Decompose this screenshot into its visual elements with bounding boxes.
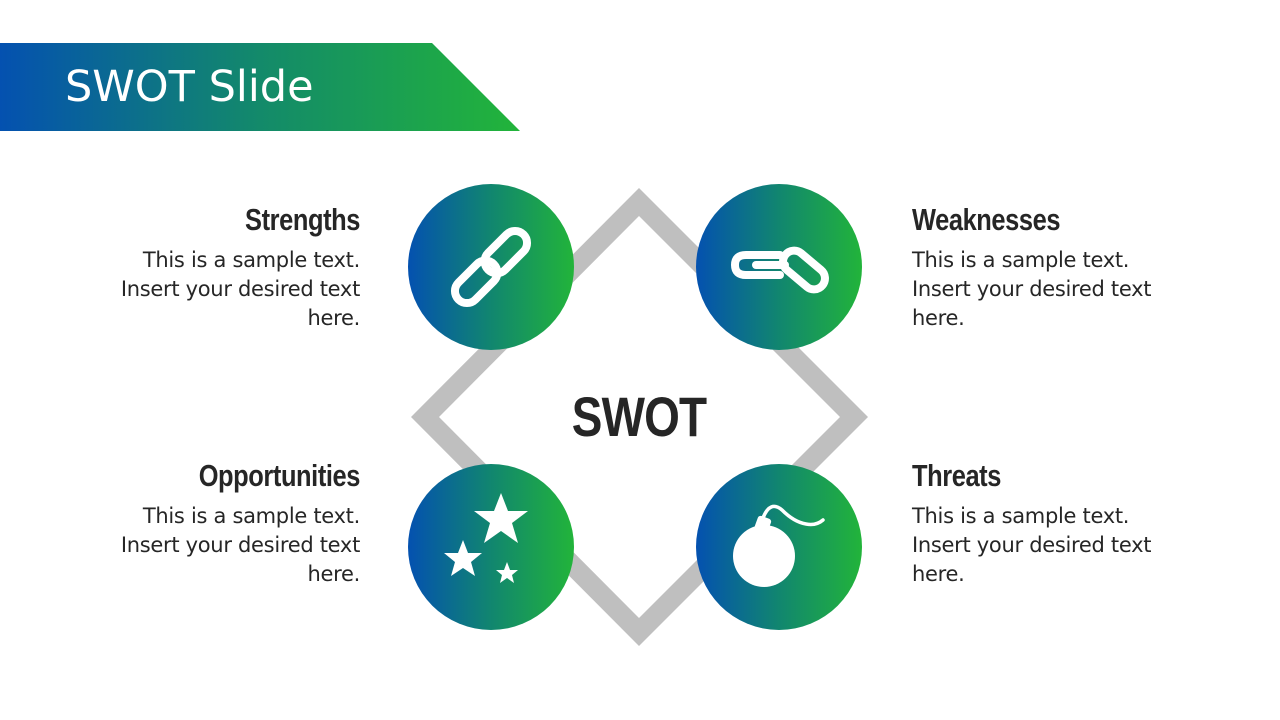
- swot-center-label: SWOT: [571, 385, 707, 448]
- strengths-text-line-1: This is a sample text.: [142, 248, 360, 272]
- strengths-circle: [408, 184, 574, 350]
- threats-text-line-3: here.: [912, 562, 965, 586]
- broken-link-icon: [730, 246, 829, 294]
- threats-description: This is a sample text. Insert your desir…: [912, 502, 1172, 589]
- weaknesses-text-line-2: Insert your desired text: [912, 277, 1152, 301]
- title-banner: SWOT Slide: [0, 43, 520, 131]
- weaknesses-circle: [696, 184, 862, 350]
- weaknesses-block: Weaknesses This is a sample text. Insert…: [912, 200, 1172, 333]
- threats-text-line-1: This is a sample text.: [912, 504, 1130, 528]
- strengths-block: Strengths This is a sample text. Insert …: [100, 200, 361, 333]
- threats-text-line-2: Insert your desired text: [912, 533, 1152, 557]
- opportunities-title: Opportunities: [198, 458, 361, 493]
- opportunities-block: Opportunities This is a sample text. Ins…: [100, 456, 361, 589]
- stars-icon: [444, 493, 528, 583]
- slide-title: SWOT Slide: [65, 62, 314, 112]
- weaknesses-text-line-3: here.: [912, 306, 965, 330]
- strengths-title: Strengths: [245, 202, 360, 237]
- opportunities-description: This is a sample text. Insert your desir…: [100, 502, 360, 589]
- threats-block: Threats This is a sample text. Insert yo…: [912, 456, 1172, 589]
- opportunities-circle: [408, 464, 574, 630]
- threats-circle: [696, 464, 862, 630]
- strengths-text-line-3: here.: [307, 306, 361, 330]
- weaknesses-title: Weaknesses: [912, 202, 1061, 237]
- strengths-text-line-2: Insert your desired text: [120, 277, 360, 301]
- weaknesses-text-line-1: This is a sample text.: [912, 248, 1130, 272]
- banner-shape: [0, 43, 520, 131]
- opportunities-text-line-2: Insert your desired text: [120, 533, 360, 557]
- bomb-icon: [733, 504, 825, 587]
- strengths-description: This is a sample text. Insert your desir…: [100, 246, 360, 333]
- opportunities-text-line-3: here.: [307, 562, 361, 586]
- threats-title: Threats: [912, 458, 1001, 493]
- opportunities-text-line-1: This is a sample text.: [142, 504, 360, 528]
- weaknesses-description: This is a sample text. Insert your desir…: [912, 246, 1172, 333]
- link-chain-icon: [450, 226, 532, 308]
